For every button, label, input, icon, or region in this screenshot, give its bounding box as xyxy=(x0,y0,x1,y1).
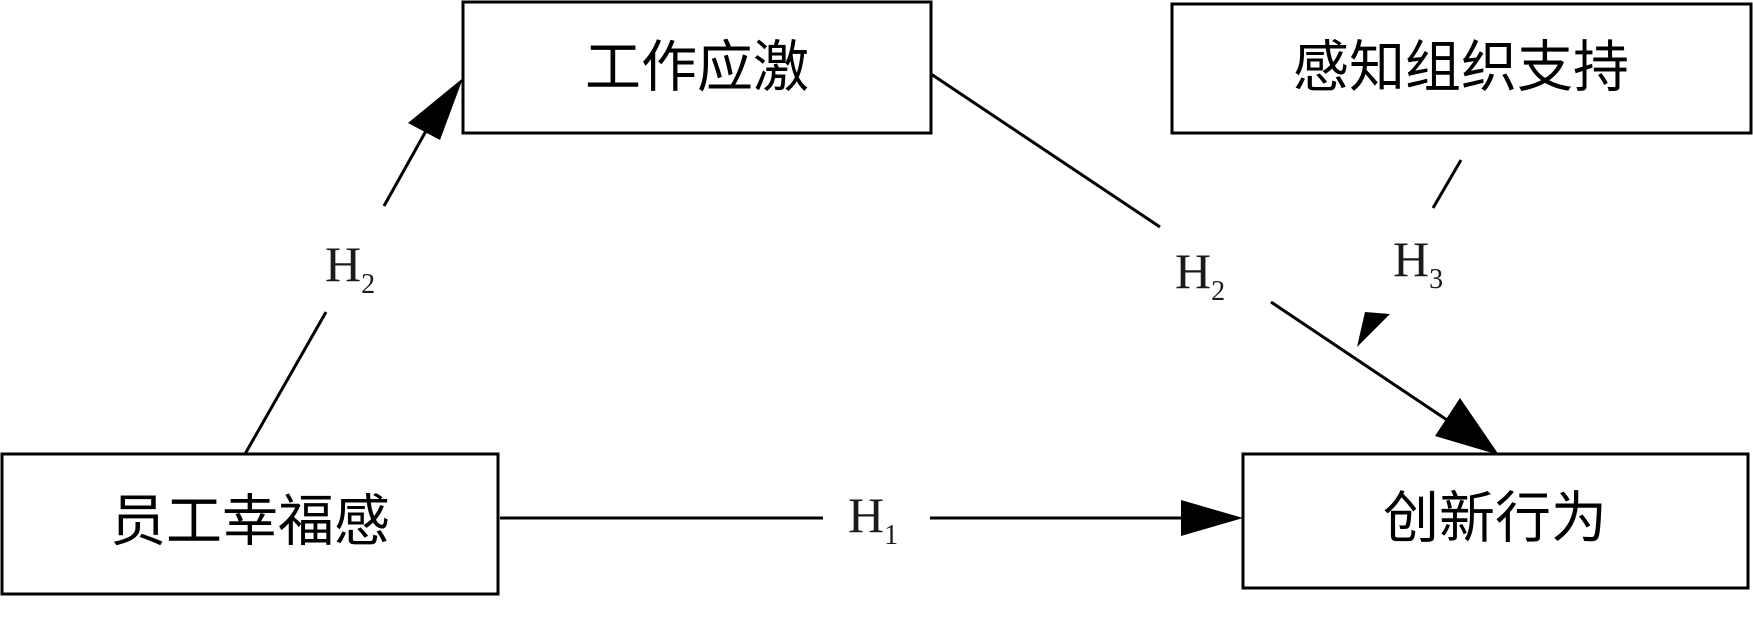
edge-happiness-to-innovation xyxy=(500,500,1243,536)
hypothesis-label-h2-right: H2 xyxy=(1175,243,1225,307)
node-job-stress-label: 工作应激 xyxy=(585,36,809,101)
node-job-stress-box xyxy=(461,0,933,135)
hypothesis-label-h3: H3 xyxy=(1393,231,1443,295)
edge-stress-to-innovation xyxy=(930,72,1499,455)
hypothesis-h2-left-sub: 2 xyxy=(361,269,375,300)
hypothesis-h3-sub: 3 xyxy=(1429,264,1443,295)
node-employee-happiness-box xyxy=(0,452,500,596)
edge-happiness-to-stress-upper xyxy=(382,121,433,207)
hypothesis-h1-letter: H xyxy=(848,487,884,543)
edge-happiness-to-stress-lower xyxy=(243,311,328,455)
node-perceived-org-support-box xyxy=(1170,2,1753,135)
edge-stress-to-innovation-lower xyxy=(1270,300,1454,426)
arrowhead-to-innovation-diagonal xyxy=(1435,398,1499,455)
node-employee-happiness: 员工幸福感 xyxy=(0,452,500,596)
edge-support-moderation xyxy=(1357,159,1463,347)
hypothesis-h1-sub: 1 xyxy=(884,520,898,551)
hypothesis-h2-left-letter: H xyxy=(325,236,361,292)
edge-support-moderation-upper xyxy=(1431,159,1463,209)
node-perceived-org-support-label: 感知组织支持 xyxy=(1293,36,1629,101)
edge-stress-to-innovation-upper xyxy=(930,72,1161,229)
node-innovative-behavior-box xyxy=(1241,452,1750,590)
node-employee-happiness-label: 员工幸福感 xyxy=(110,490,390,555)
arrowhead-moderation xyxy=(1357,312,1390,347)
node-perceived-org-support: 感知组织支持 xyxy=(1170,2,1753,135)
arrowhead-to-job-stress xyxy=(408,78,463,140)
node-job-stress: 工作应激 xyxy=(461,0,933,135)
node-innovative-behavior-label: 创新行为 xyxy=(1383,487,1607,552)
arrowhead-to-innovation-horizontal xyxy=(1181,500,1243,536)
hypothesis-h2-right-letter: H xyxy=(1175,243,1211,299)
hypothesis-h3-letter: H xyxy=(1393,231,1429,287)
node-innovative-behavior: 创新行为 xyxy=(1241,452,1750,590)
hypothesis-label-h1: H1 xyxy=(848,487,898,551)
edge-happiness-to-stress xyxy=(243,78,463,455)
hypothesis-label-h2-left: H2 xyxy=(325,236,375,300)
hypothesis-h2-right-sub: 2 xyxy=(1211,276,1225,307)
